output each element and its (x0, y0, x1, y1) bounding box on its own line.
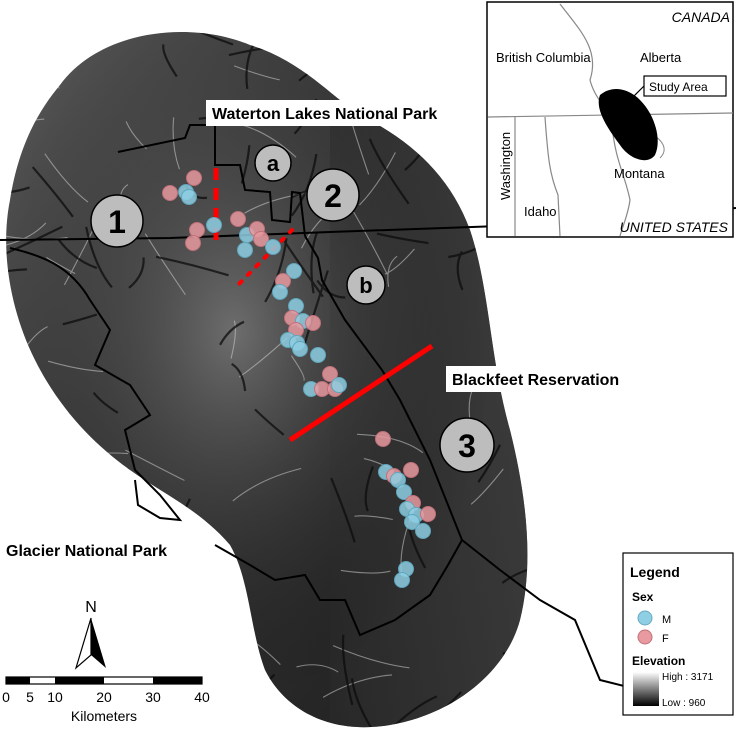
scale-tick-label: 5 (26, 689, 34, 705)
inset-bc: British Columbia (496, 50, 591, 65)
sample-point-female (322, 366, 338, 382)
place-labels: Waterton Lakes National Park Blackfeet R… (6, 100, 642, 560)
glacier-label: Glacier National Park (6, 543, 167, 560)
north-label: N (85, 599, 97, 616)
subregion-b-label: b (359, 273, 372, 298)
sample-point-male (272, 284, 288, 300)
region-markers: 1 2 3 a b (90, 144, 495, 473)
solid-barrier (288, 343, 434, 443)
barrier-lines (213, 168, 434, 443)
inset-map: CANADA UNITED STATES British Columbia Al… (486, 1, 734, 238)
sample-point-female (403, 462, 419, 478)
blackfeet-label: Blackfeet Reservation (452, 372, 619, 389)
sample-point-male (265, 239, 281, 255)
region-3-marker: 3 (439, 417, 495, 473)
sample-points (162, 170, 436, 588)
waterton-boundary (117, 124, 306, 237)
subregion-b-marker: b (346, 265, 386, 305)
sample-point-female (162, 185, 178, 201)
sample-point-female (185, 235, 201, 251)
legend-female-swatch (637, 629, 653, 645)
sample-point-male (286, 263, 302, 279)
subregion-a-marker: a (254, 144, 292, 182)
sample-point-male (404, 514, 420, 530)
inset-washington: Washington (498, 132, 513, 200)
legend-male-swatch (637, 610, 653, 626)
region-1-marker: 1 (90, 194, 144, 248)
inset-alberta: Alberta (640, 50, 682, 65)
sample-point-female (186, 170, 202, 186)
elevation-ramp (633, 672, 659, 706)
legend-female-label: F (662, 633, 669, 645)
sample-point-male (415, 523, 431, 539)
scale-unit: Kilometers (71, 708, 137, 724)
legend-low: Low : 960 (662, 698, 706, 709)
sample-point-male (181, 189, 197, 205)
inset-montana: Montana (614, 166, 665, 181)
sample-point-female (305, 315, 321, 331)
sample-point-male (396, 484, 412, 500)
sample-point-male (292, 341, 308, 357)
sample-point-male (237, 242, 253, 258)
sample-point-female (230, 211, 246, 227)
glacier-reservation-boundary (214, 235, 464, 637)
sample-point-male (331, 377, 347, 393)
region-3-label: 3 (458, 428, 476, 464)
legend-high: High : 3171 (662, 672, 714, 683)
inset-canada: CANADA (672, 9, 730, 25)
scale-tick-label: 30 (145, 689, 161, 705)
scale-tick-label: 20 (96, 689, 112, 705)
legend-male-label: M (662, 614, 671, 626)
legend-elevation-title: Elevation (632, 654, 685, 668)
glacier-west-boundary (9, 247, 183, 522)
dotted-barrier (236, 228, 294, 287)
legend-title: Legend (630, 564, 680, 580)
sample-point-female (375, 431, 391, 447)
scale-tick-label: 40 (194, 689, 210, 705)
inset-study-area: Study Area (649, 80, 708, 94)
waterton-label: Waterton Lakes National Park (212, 106, 437, 123)
region-2-marker: 2 (306, 168, 360, 222)
sample-point-female (420, 506, 436, 522)
sample-point-male (394, 572, 410, 588)
reservation-east-boundary (461, 539, 641, 691)
study-area-shape (598, 88, 658, 161)
north-arrow: N (74, 599, 106, 670)
sample-point-female (253, 231, 269, 247)
inset-us: UNITED STATES (620, 219, 729, 235)
legend: Legend Sex M F Elevation High : 3171 Low… (622, 552, 734, 716)
scale-tick-label: 10 (47, 689, 63, 705)
region-2-label: 2 (324, 178, 342, 214)
sample-point-male (206, 217, 222, 233)
scale-tick-label: 0 (2, 689, 10, 705)
legend-sex-title: Sex (632, 590, 654, 604)
subregion-a-label: a (267, 151, 280, 176)
inset-idaho: Idaho (524, 204, 557, 219)
sample-point-male (310, 347, 326, 363)
region-1-label: 1 (108, 204, 126, 240)
